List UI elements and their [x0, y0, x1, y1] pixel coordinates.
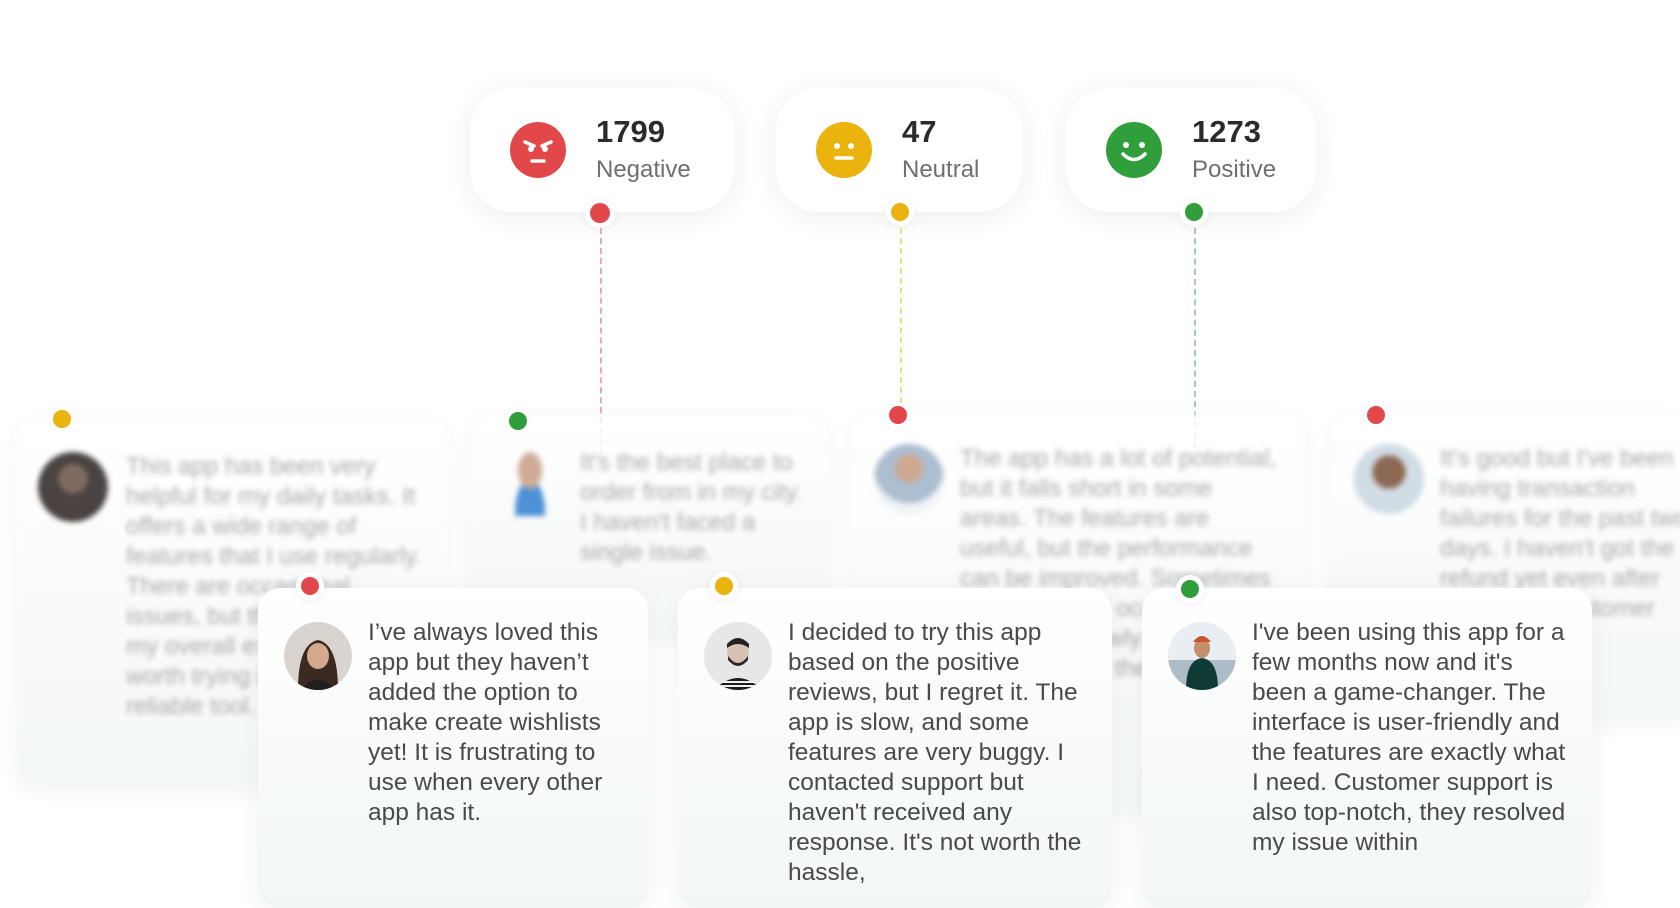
avatar: [38, 452, 108, 522]
angry-face-icon: [510, 122, 566, 178]
negative-count: 1799: [596, 114, 665, 149]
avatar: [704, 622, 772, 690]
review-card-1[interactable]: I’ve always loved this app but they have…: [258, 588, 648, 908]
review-text: It's good but I've been having transacti…: [1440, 445, 1680, 652]
negative-connector-line: [600, 228, 602, 453]
positive-sentiment-dot: [1181, 580, 1199, 598]
neutral-sentiment-dot: [53, 410, 71, 428]
positive-label: Positive: [1192, 156, 1277, 183]
positive-count: 1273: [1192, 114, 1261, 149]
negative-connector-dot: [590, 203, 610, 223]
neutral-connector-line: [900, 228, 902, 403]
avatar: [500, 446, 560, 516]
smiling-face-icon: [1106, 122, 1162, 178]
review-text: It's the best place to order from in my …: [580, 449, 803, 566]
review-card-3[interactable]: I've been using this app for a few month…: [1142, 588, 1592, 908]
neutral-sentiment-dot: [715, 577, 733, 595]
neutral-face-icon: [816, 122, 872, 178]
avatar: [874, 444, 944, 514]
positive-stat-card[interactable]: 1273 Positive: [1066, 88, 1316, 212]
negative-stat-card[interactable]: 1799 Negative: [470, 88, 734, 212]
negative-sentiment-dot: [889, 406, 907, 424]
negative-label: Negative: [596, 156, 691, 183]
negative-sentiment-dot: [1367, 406, 1385, 424]
neutral-stat-card[interactable]: 47 Neutral: [776, 88, 1022, 212]
review-text: I’ve always loved this app but they have…: [368, 619, 603, 826]
positive-connector-dot: [1185, 203, 1203, 221]
neutral-label: Neutral: [902, 156, 980, 183]
negative-sentiment-dot: [301, 577, 319, 595]
neutral-count: 47: [902, 114, 937, 149]
neutral-connector-dot: [891, 203, 909, 221]
avatar: [1168, 622, 1236, 690]
review-text: I've been using this app for a few month…: [1252, 619, 1566, 856]
avatar: [1354, 444, 1424, 514]
positive-connector-line: [1194, 228, 1196, 448]
positive-sentiment-dot: [509, 412, 527, 430]
avatar: [284, 622, 352, 690]
review-text: I decided to try this app based on the p…: [788, 619, 1082, 886]
review-card-2[interactable]: I decided to try this app based on the p…: [678, 588, 1112, 908]
